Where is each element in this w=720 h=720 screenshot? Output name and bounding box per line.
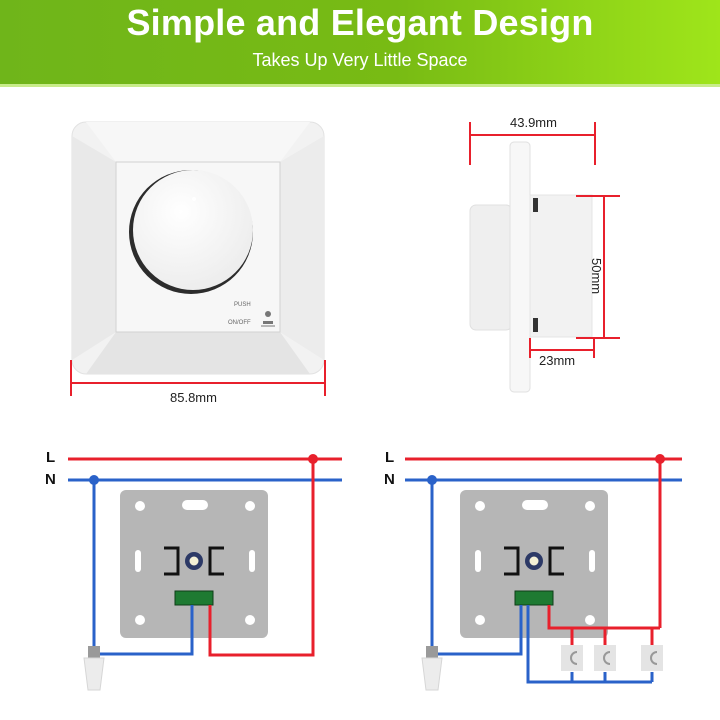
push-label: PUSH xyxy=(234,302,251,308)
onoff-label: ON/OFF xyxy=(228,320,251,326)
dimmer-mechanism xyxy=(460,490,608,638)
line-label-left: L xyxy=(46,449,56,466)
neutral-label-left: N xyxy=(45,471,56,488)
height-dimension-label: 50mm xyxy=(589,258,604,295)
page-title: Simple and Elegant Design xyxy=(126,2,594,43)
width-dimension xyxy=(70,360,326,396)
body-depth-label: 23mm xyxy=(539,353,576,368)
front-view xyxy=(71,121,325,375)
push-switch-icon xyxy=(561,645,583,671)
push-switch-icon xyxy=(641,645,663,671)
dimmer-knob xyxy=(133,170,253,290)
push-switch-icon xyxy=(594,645,616,671)
page-subtitle: Takes Up Very Little Space xyxy=(252,50,468,70)
header-banner xyxy=(0,0,720,86)
side-view xyxy=(469,141,593,393)
banner-divider xyxy=(0,84,720,87)
depth-dimension-label: 43.9mm xyxy=(510,115,557,130)
wiring-diagram-single xyxy=(68,454,342,691)
width-dimension-label: 85.8mm xyxy=(170,390,217,405)
wiring-diagram-multi xyxy=(405,454,682,691)
push-icon xyxy=(261,311,275,327)
lamp-bulb-icon xyxy=(83,646,105,691)
side-dimensions xyxy=(469,122,620,358)
lamp-bulb-icon xyxy=(421,646,443,691)
neutral-label-right: N xyxy=(384,471,395,488)
dimmer-mechanism xyxy=(120,490,268,638)
line-label-right: L xyxy=(385,449,395,466)
